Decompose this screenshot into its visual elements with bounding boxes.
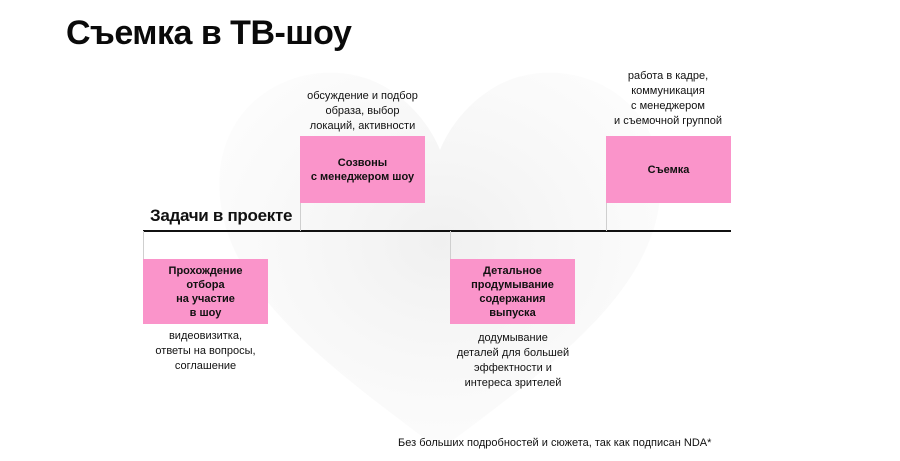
task-box-filming: Съемка: [606, 136, 731, 203]
task-note-calls: обсуждение и подбор образа, выбор локаци…: [307, 90, 418, 132]
connector-task-3: [450, 231, 451, 259]
task-note-selection: видеовизитка, ответы на вопросы, соглаше…: [155, 330, 256, 372]
page-title: Съемка в ТВ-шоу: [66, 14, 352, 52]
task-box-selection: Прохождение отбора на участие в шоу: [143, 259, 268, 324]
task-note-filming: работа в кадре, коммуникация с менеджеро…: [614, 70, 722, 127]
connector-task-1: [143, 231, 144, 259]
section-label: Задачи в проекте: [150, 206, 293, 225]
timeline-axis: [143, 230, 731, 232]
nda-footnote: Без больших подробностей и сюжета, так к…: [398, 437, 712, 449]
task-note-content: додумывание деталей для большей эффектно…: [456, 332, 570, 389]
connector-task-4: [606, 203, 607, 231]
task-box-calls: Созвоны с менеджером шоу: [300, 136, 425, 203]
connector-task-2: [300, 203, 301, 231]
task-box-content: Детальное продумывание содержания выпуск…: [450, 259, 575, 324]
